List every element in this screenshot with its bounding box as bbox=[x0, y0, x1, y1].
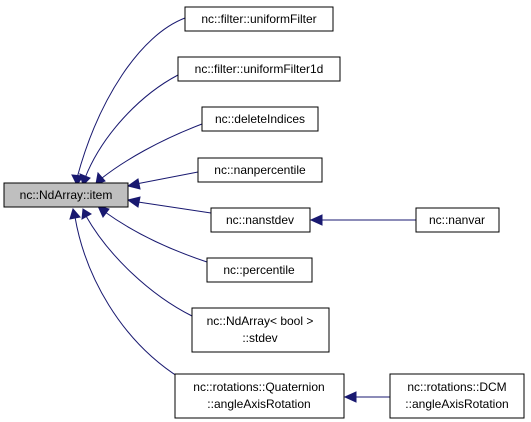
node-nanpercentile[interactable]: nc::nanpercentile bbox=[197, 157, 323, 183]
node-percentile[interactable]: nc::percentile bbox=[206, 257, 313, 283]
edge-arrowhead bbox=[71, 174, 84, 186]
node-label: nc::nanvar bbox=[429, 213, 485, 227]
node-label-line-1: nc::NdArray< bool > bbox=[207, 314, 314, 328]
node-label-line-1: nc::rotations::DCM bbox=[407, 380, 506, 394]
edge-arrowhead bbox=[95, 171, 106, 185]
edge-arrowhead bbox=[97, 205, 110, 218]
node-stdev[interactable]: nc::NdArray< bool > ::stdev bbox=[191, 307, 330, 353]
node-item[interactable]: nc::NdArray::item bbox=[3, 182, 129, 208]
edge-arrowhead bbox=[309, 214, 323, 226]
edge-deleteIndices-to-item bbox=[101, 123, 203, 179]
node-label: nc::NdArray::item bbox=[20, 188, 113, 202]
edge-nanpercentile-to-item bbox=[135, 171, 199, 185]
node-label: nc::filter::uniformFilter1d bbox=[195, 62, 324, 76]
node-nanvar[interactable]: nc::nanvar bbox=[415, 207, 500, 233]
node-label-line-2: ::angleAxisRotation bbox=[405, 397, 508, 411]
edge-uniformFilter1d-to-item bbox=[84, 74, 179, 179]
edge-stdev-to-item bbox=[85, 215, 193, 317]
edge-arrowhead bbox=[343, 391, 357, 403]
edge-percentile-to-item bbox=[104, 211, 208, 263]
edge-quaternionAxis-to-item bbox=[74, 216, 181, 379]
node-label-line-2: ::stdev bbox=[242, 331, 277, 345]
node-quaternionAxis[interactable]: nc::rotations::Quaternion ::angleAxisRot… bbox=[174, 373, 345, 419]
edge-arrowhead bbox=[126, 196, 141, 208]
node-label-line-1: nc::rotations::Quaternion bbox=[193, 380, 324, 394]
edge-arrowhead bbox=[69, 207, 81, 220]
node-dcmAxis[interactable]: nc::rotations::DCM ::angleAxisRotation bbox=[389, 373, 525, 419]
node-label: nc::percentile bbox=[223, 263, 295, 277]
node-label-line-2: ::angleAxisRotation bbox=[207, 397, 310, 411]
edge-uniformFilter-to-item bbox=[76, 17, 186, 179]
edges bbox=[69, 17, 416, 403]
edge-arrowhead bbox=[81, 208, 92, 220]
node-deleteIndices[interactable]: nc::deleteIndices bbox=[201, 106, 319, 132]
node-label: nc::nanstdev bbox=[226, 213, 294, 227]
node-label: nc::deleteIndices bbox=[215, 112, 305, 126]
edge-arrowhead bbox=[79, 173, 91, 186]
node-uniformFilter1d[interactable]: nc::filter::uniformFilter1d bbox=[177, 56, 341, 82]
node-uniformFilter[interactable]: nc::filter::uniformFilter bbox=[184, 6, 334, 32]
node-nanstdev[interactable]: nc::nanstdev bbox=[210, 207, 311, 233]
node-label: nc::nanpercentile bbox=[214, 163, 306, 177]
edge-nanstdev-to-item bbox=[137, 201, 212, 214]
edge-arrowhead bbox=[126, 178, 141, 190]
node-label: nc::filter::uniformFilter bbox=[201, 12, 316, 26]
